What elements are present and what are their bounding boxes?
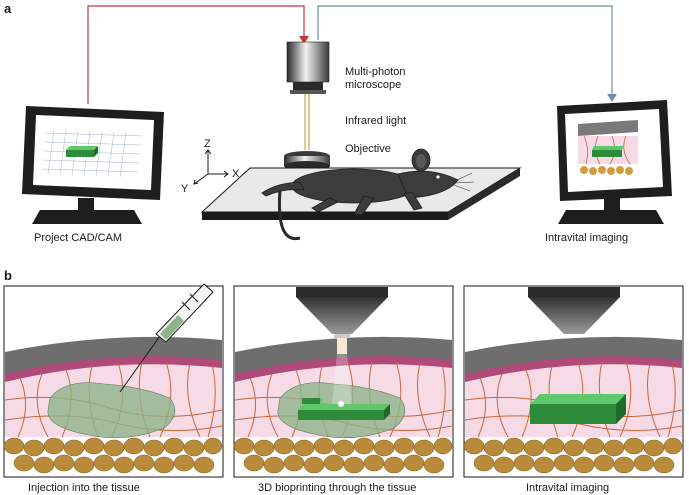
- panel-b2-bioprinting: [233, 285, 454, 478]
- b2-light-cone: [332, 354, 352, 404]
- axis-label-z: Z: [204, 138, 211, 150]
- caption-intravital-imaging-b: Intravital imaging: [526, 482, 609, 494]
- blue-connection-line: [317, 5, 613, 96]
- cad-monitor: [22, 106, 164, 224]
- b2-printed-structure: [298, 398, 390, 420]
- panel-b: b: [3, 268, 684, 494]
- panel-a-label: a: [4, 1, 12, 16]
- mouse: [261, 148, 459, 241]
- b2-focal-point: [338, 401, 344, 407]
- caption-bioprinting: 3D bioprinting through the tissue: [258, 482, 416, 494]
- label-project-cad-cam: Project CAD/CAM: [34, 232, 122, 244]
- axis-label-y: Y: [181, 183, 189, 195]
- caption-injection: Injection into the tissue: [28, 482, 140, 494]
- mouse-eye: [436, 175, 440, 179]
- objective-cone-b2: [296, 287, 388, 354]
- panel-a: a: [4, 1, 672, 244]
- label-microscope-line1: Multi-photon: [345, 66, 406, 78]
- b1-fat-layer: [3, 437, 223, 474]
- label-objective: Objective: [345, 143, 391, 155]
- b3-printed-structure: [530, 394, 626, 424]
- xyz-axes: [193, 149, 229, 185]
- red-arrow-head: [299, 36, 309, 44]
- panel-b3-imaging: [463, 285, 684, 478]
- syringe: [119, 283, 214, 393]
- label-microscope-line2: microscope: [345, 79, 401, 91]
- cad-block: [66, 146, 98, 157]
- b3-fibers: [464, 361, 683, 438]
- label-intravital-imaging-a: Intravital imaging: [545, 232, 628, 244]
- label-infrared-light: Infrared light: [345, 115, 406, 127]
- infrared-beam: [304, 94, 310, 150]
- mouse-whiskers: [453, 172, 475, 192]
- microscope: [286, 41, 330, 94]
- b1-bioink-blob: [47, 382, 176, 439]
- panel-b1-injection: [3, 283, 224, 478]
- monitor-fat-cells: [580, 166, 633, 175]
- objective-cone-b3: [528, 287, 620, 334]
- axis-label-x: X: [232, 168, 240, 180]
- red-connection-line: [87, 5, 305, 104]
- panel-b-label: b: [4, 268, 12, 283]
- b2-fat-layer: [233, 437, 453, 474]
- imaging-monitor: [557, 100, 672, 224]
- blue-arrow-head: [607, 94, 617, 102]
- b3-fat-layer: [463, 437, 683, 474]
